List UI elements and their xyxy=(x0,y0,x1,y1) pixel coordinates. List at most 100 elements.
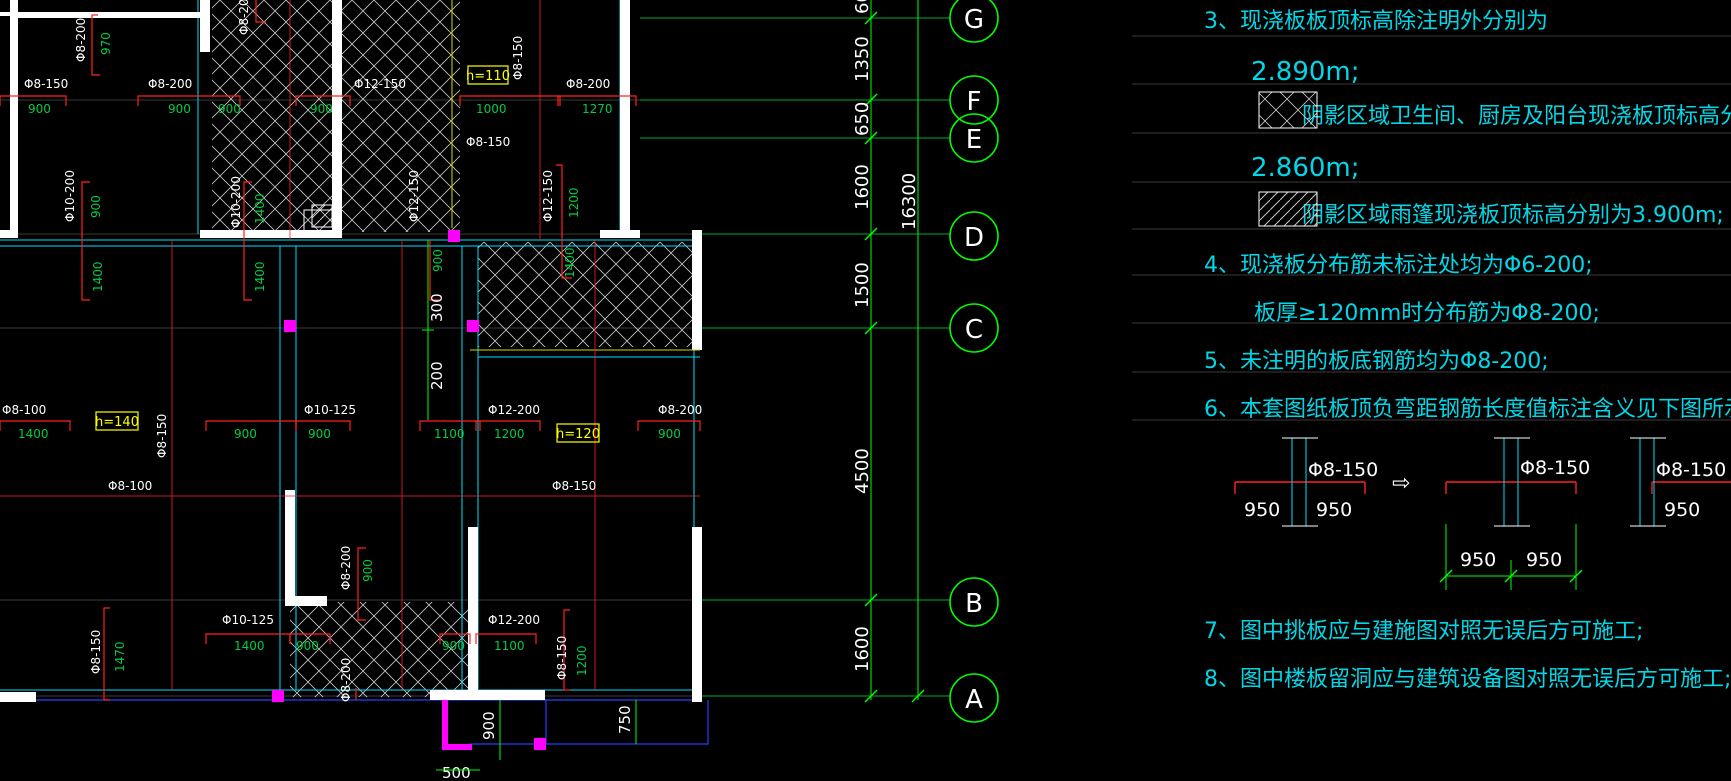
legend-diagram-1: Φ8-150 950 950 xyxy=(1234,437,1378,527)
length-label: 1200 xyxy=(494,427,525,441)
rebar-label: Φ8-100 xyxy=(2,403,46,417)
note-4: 4、现浇板分布筋未标注处均为Φ6-200; xyxy=(1204,253,1593,278)
rebar-label: Φ12-200 xyxy=(488,403,540,417)
small-dimension-lines xyxy=(422,240,637,771)
rebar-label: Φ8-150 xyxy=(555,636,569,680)
length-labels: 970 900 900 900 900 1000 1270 900 1400 1… xyxy=(18,32,681,676)
rebar-label: Φ8-200 xyxy=(339,658,353,702)
note-4-detail: 板厚≥120mm时分布筋为Φ8-200; xyxy=(1254,301,1600,326)
walls xyxy=(0,0,702,702)
dimension-chain: 60 1350 650 1600 1500 4500 1600 16300 xyxy=(852,0,925,703)
length-label: 1400 xyxy=(253,261,267,292)
axis-label-e: E xyxy=(966,125,982,155)
note-5: 5、未注明的板底钢筋均为Φ8-200; xyxy=(1204,349,1549,374)
rebar-marks xyxy=(0,0,701,701)
rebar-label: Φ8-200 xyxy=(566,77,610,91)
rebar-label: Φ8-150 xyxy=(466,135,510,149)
small-dimensions: 300 200 900 750 500 xyxy=(428,293,634,781)
rebar-label: Φ8-100 xyxy=(108,479,152,493)
note-3-value-1: 2.890m; xyxy=(1251,57,1360,87)
rebar-label: Φ8-200 xyxy=(339,546,353,590)
length-label: 900 xyxy=(310,102,333,116)
dimension-text: 60 xyxy=(852,0,873,14)
rebar-label: Φ8-200 xyxy=(148,77,192,91)
legend-right-2: 950 xyxy=(1526,549,1562,571)
dimension-text: 500 xyxy=(442,764,471,781)
length-label: 1400 xyxy=(234,639,265,653)
rebar-label: Φ10-200 xyxy=(63,170,77,222)
length-label: 900 xyxy=(442,639,465,653)
dimension-text: 1350 xyxy=(852,36,873,82)
dimension-text: 650 xyxy=(852,102,873,136)
dimension-text: 750 xyxy=(616,705,634,734)
legend-right-3: 950 xyxy=(1664,499,1700,521)
length-label: 900 xyxy=(168,102,191,116)
rebar-labels: Φ8-200 Φ8-200 Φ8-150 Φ8-200 Φ12-150 Φ8-1… xyxy=(2,0,702,702)
rebar-label: Φ8-200 xyxy=(658,403,702,417)
axis-label-f: F xyxy=(967,87,982,117)
thickness-tag-3: h=120 xyxy=(556,427,600,442)
length-label: 1000 xyxy=(476,102,507,116)
thickness-tag-2: h=140 xyxy=(95,415,139,430)
hatch-swatch-cross xyxy=(1258,91,1318,129)
note-6: 6、本套图纸板顶负弯距钢筋长度值标注含义见下图所示: xyxy=(1204,397,1731,422)
length-label: 1400 xyxy=(91,261,105,292)
rebar-label: Φ8-200 xyxy=(237,0,251,35)
length-label: 1400 xyxy=(563,247,577,278)
legend-rebar-2: Φ8-150 xyxy=(1520,457,1590,479)
axis-label-c: C xyxy=(965,315,983,345)
length-label: 900 xyxy=(431,249,445,272)
length-label: 1400 xyxy=(18,427,49,441)
length-label: 1270 xyxy=(582,102,613,116)
beam-lines xyxy=(0,0,700,700)
rebar-legend: Φ8-150 950 950 ⇨ Φ8-150 950 950 xyxy=(1234,437,1731,590)
rebar-label: Φ8-150 xyxy=(552,479,596,493)
axis-label-b: B xyxy=(965,589,983,619)
hatch-region-canopy xyxy=(311,204,333,228)
axis-label-g: G xyxy=(964,5,984,35)
legend-arrow: ⇨ xyxy=(1392,471,1410,496)
legend-left-2: 950 xyxy=(1460,549,1496,571)
rebar-label: Φ12-200 xyxy=(488,613,540,627)
rebar-label: Φ10-125 xyxy=(304,403,356,417)
rebar-label: Φ8-150 xyxy=(89,630,103,674)
length-label: 900 xyxy=(296,639,319,653)
note-3: 3、现浇板板顶标高除注明外分别为 xyxy=(1204,9,1548,34)
total-dimension: 16300 xyxy=(899,173,920,230)
floor-plan: h=110 h=140 h=120 Φ8-200 Φ8-200 Φ8-150 Φ… xyxy=(0,0,950,781)
rebar-label: Φ8-150 xyxy=(155,414,169,458)
length-label: 900 xyxy=(361,559,375,582)
dimension-text: 1600 xyxy=(852,626,873,672)
legend-left-1: 950 xyxy=(1244,499,1280,521)
yellow-lines xyxy=(451,0,700,351)
thickness-tag-1: h=110 xyxy=(466,69,510,84)
length-label: 1200 xyxy=(567,187,581,218)
axis-lines xyxy=(640,17,950,697)
notes-panel: 3、现浇板板顶标高除注明外分别为 2.890m; 阴影区域卫生间、厨房及阳台现浇… xyxy=(1132,9,1731,692)
axis-label-d: D xyxy=(964,223,984,253)
length-label: 900 xyxy=(28,102,51,116)
legend-diagram-3: Φ8-150 950 xyxy=(1630,437,1731,527)
thickness-tags: h=110 h=140 h=120 xyxy=(95,65,600,443)
length-label: 1100 xyxy=(494,639,525,653)
axis-bubbles: G F E D C B A xyxy=(949,0,999,723)
dimension-text: 900 xyxy=(480,711,498,740)
rebar-label: Φ10-200 xyxy=(229,176,243,228)
rebar-label: Φ12-150 xyxy=(541,170,555,222)
length-label: 900 xyxy=(308,427,331,441)
hatch-region-toilet xyxy=(290,602,475,697)
rebar-label: Φ12-150 xyxy=(407,170,421,222)
column-blocks xyxy=(272,230,546,750)
rebar-label: Φ12-150 xyxy=(354,77,406,91)
hatch-region-bath xyxy=(337,0,460,232)
axis-label-a: A xyxy=(965,685,983,715)
length-label: 1470 xyxy=(113,641,127,672)
dimension-text: 300 xyxy=(428,293,446,322)
note-7: 7、图中挑板应与建施图对照无误后方可施工; xyxy=(1204,619,1643,644)
blue-lines xyxy=(0,699,709,745)
note-3-value-2: 2.860m; xyxy=(1251,153,1360,183)
rebar-long-lines xyxy=(0,0,700,690)
note-3-shaded-wet: 阴影区域卫生间、厨房及阳台现浇板顶标高分别为 xyxy=(1302,104,1731,129)
hatch-region-balcony xyxy=(478,242,698,347)
